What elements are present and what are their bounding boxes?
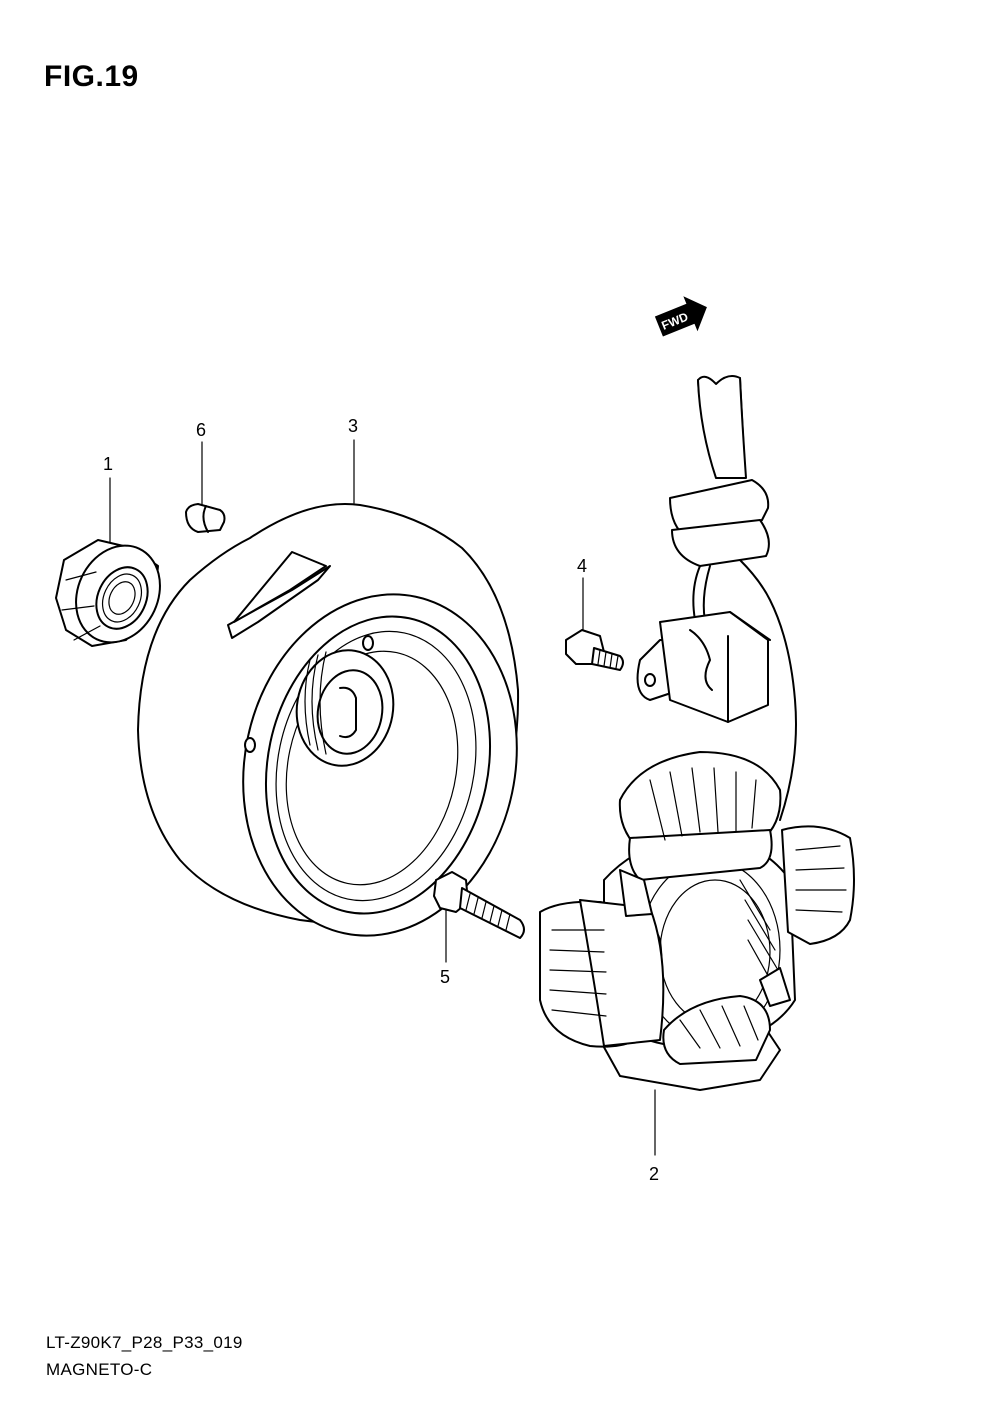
drawing-code: LT-Z90K7_P28_P33_019 (46, 1333, 243, 1352)
callout-6: 6 (196, 420, 206, 440)
callout-5: 5 (440, 967, 450, 987)
rotor-part (137, 503, 520, 937)
pickup-coil-part (636, 375, 797, 821)
callout-1: 1 (103, 454, 113, 474)
bolt-5-part (433, 871, 525, 939)
nut-part (55, 539, 161, 647)
figure-title: FIG.19 (44, 60, 139, 93)
stator-part (539, 751, 855, 1091)
callout-3: 3 (348, 416, 358, 436)
bolt-4-part (565, 629, 624, 671)
callout-2: 2 (649, 1164, 659, 1184)
forward-arrow-icon: FWD (654, 296, 707, 337)
key-part (185, 503, 226, 533)
callout-4: 4 (577, 556, 587, 576)
drawing-name: MAGNETO-C (46, 1360, 153, 1379)
